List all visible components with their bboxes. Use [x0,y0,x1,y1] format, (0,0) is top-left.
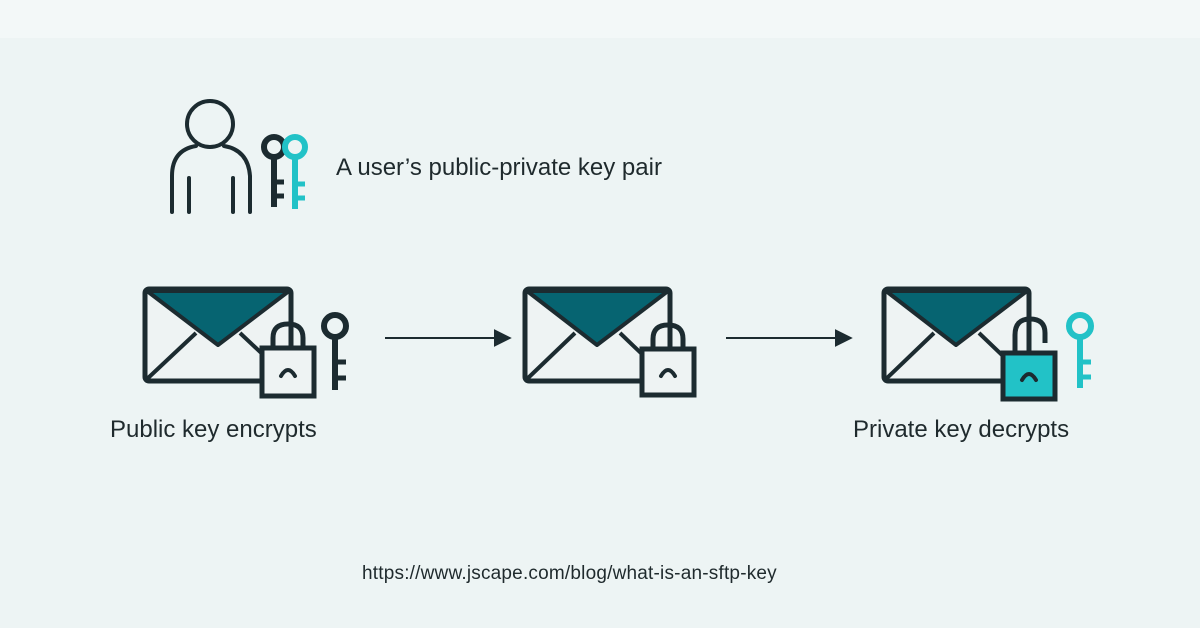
padlock-icon-transit [639,322,697,398]
envelope-icon-transit [522,286,673,384]
private-key-icon [282,134,308,209]
source-url: https://www.jscape.com/blog/what-is-an-s… [362,563,777,584]
public-key-icon [261,134,287,207]
top-band [0,0,1200,38]
private-key-icon-decrypt [1066,312,1094,388]
user-icon [170,99,252,214]
public-key-encrypts-label: Public key encrypts [110,416,317,443]
envelope-icon-decrypt [881,286,1032,384]
padlock-icon-unlocked [1000,316,1058,402]
padlock-icon-encrypt [259,321,317,399]
private-key-decrypts-label: Private key decrypts [853,416,1070,443]
key-pair-label: A user’s public-private key pair [336,154,662,181]
public-key-icon-encrypt [321,312,349,390]
envelope-icon-encrypt [142,286,294,384]
